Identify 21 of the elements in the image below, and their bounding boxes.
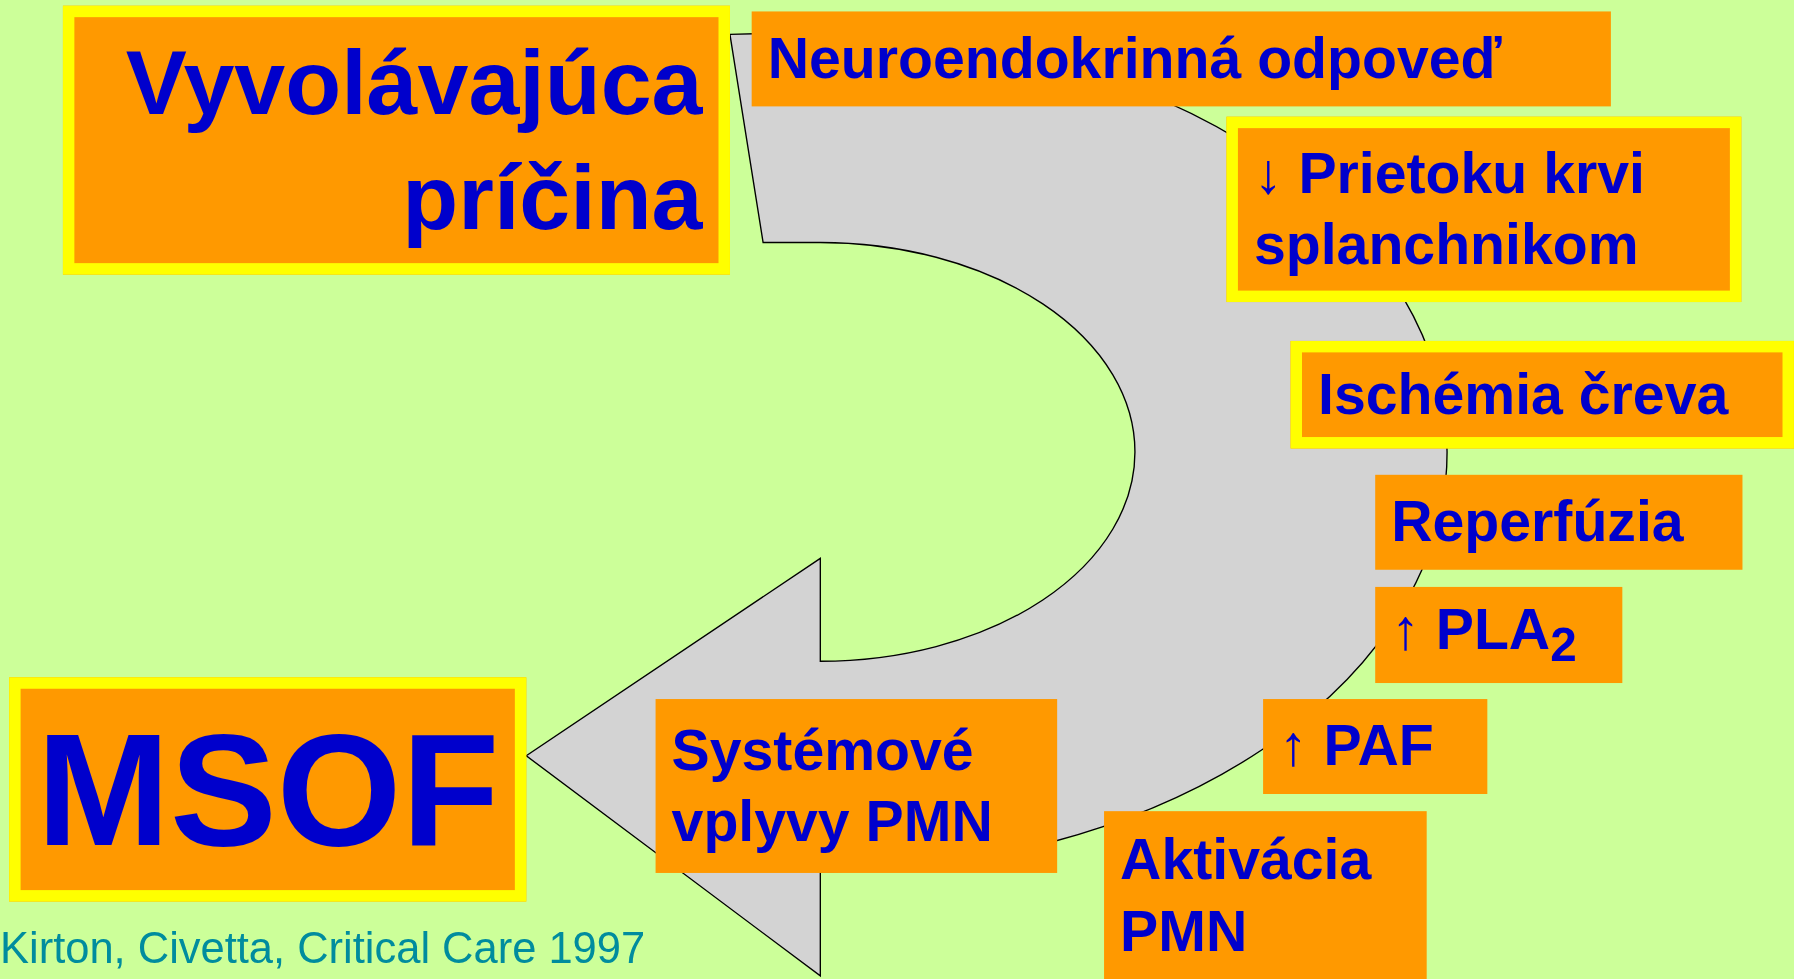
step-box bbox=[1290, 340, 1794, 449]
step-box bbox=[1375, 586, 1623, 684]
step-text: ↑ PLA$_{2}$ bbox=[1391, 596, 1577, 675]
step-text: Reperfúzia bbox=[1391, 488, 1684, 557]
step-text: Ischémia čreva bbox=[1318, 361, 1729, 429]
step-box bbox=[1104, 811, 1427, 979]
step-text: ↑ PAF bbox=[1279, 713, 1434, 781]
step-box bbox=[1263, 699, 1488, 794]
step-box bbox=[1226, 116, 1742, 303]
step-text: Aktivácia PMN bbox=[1120, 826, 1373, 965]
step-box bbox=[751, 11, 1611, 107]
step-text: Systémové vplyvy PMN bbox=[671, 716, 994, 856]
cause-box bbox=[62, 5, 730, 275]
step-text: Vyvolávajúca príčina bbox=[124, 30, 703, 250]
citation-text: Kirton, Civetta, Critical Care 1997 bbox=[0, 924, 646, 974]
step-text: Neuroendokrinná odpoveď bbox=[767, 25, 1502, 93]
step-box bbox=[655, 699, 1058, 873]
step-text: MSOF bbox=[36, 698, 500, 882]
step-box bbox=[1375, 474, 1743, 570]
step-text: ↓ Prietoku krvi splanchnikom bbox=[1253, 140, 1646, 279]
outcome-box bbox=[9, 677, 527, 902]
